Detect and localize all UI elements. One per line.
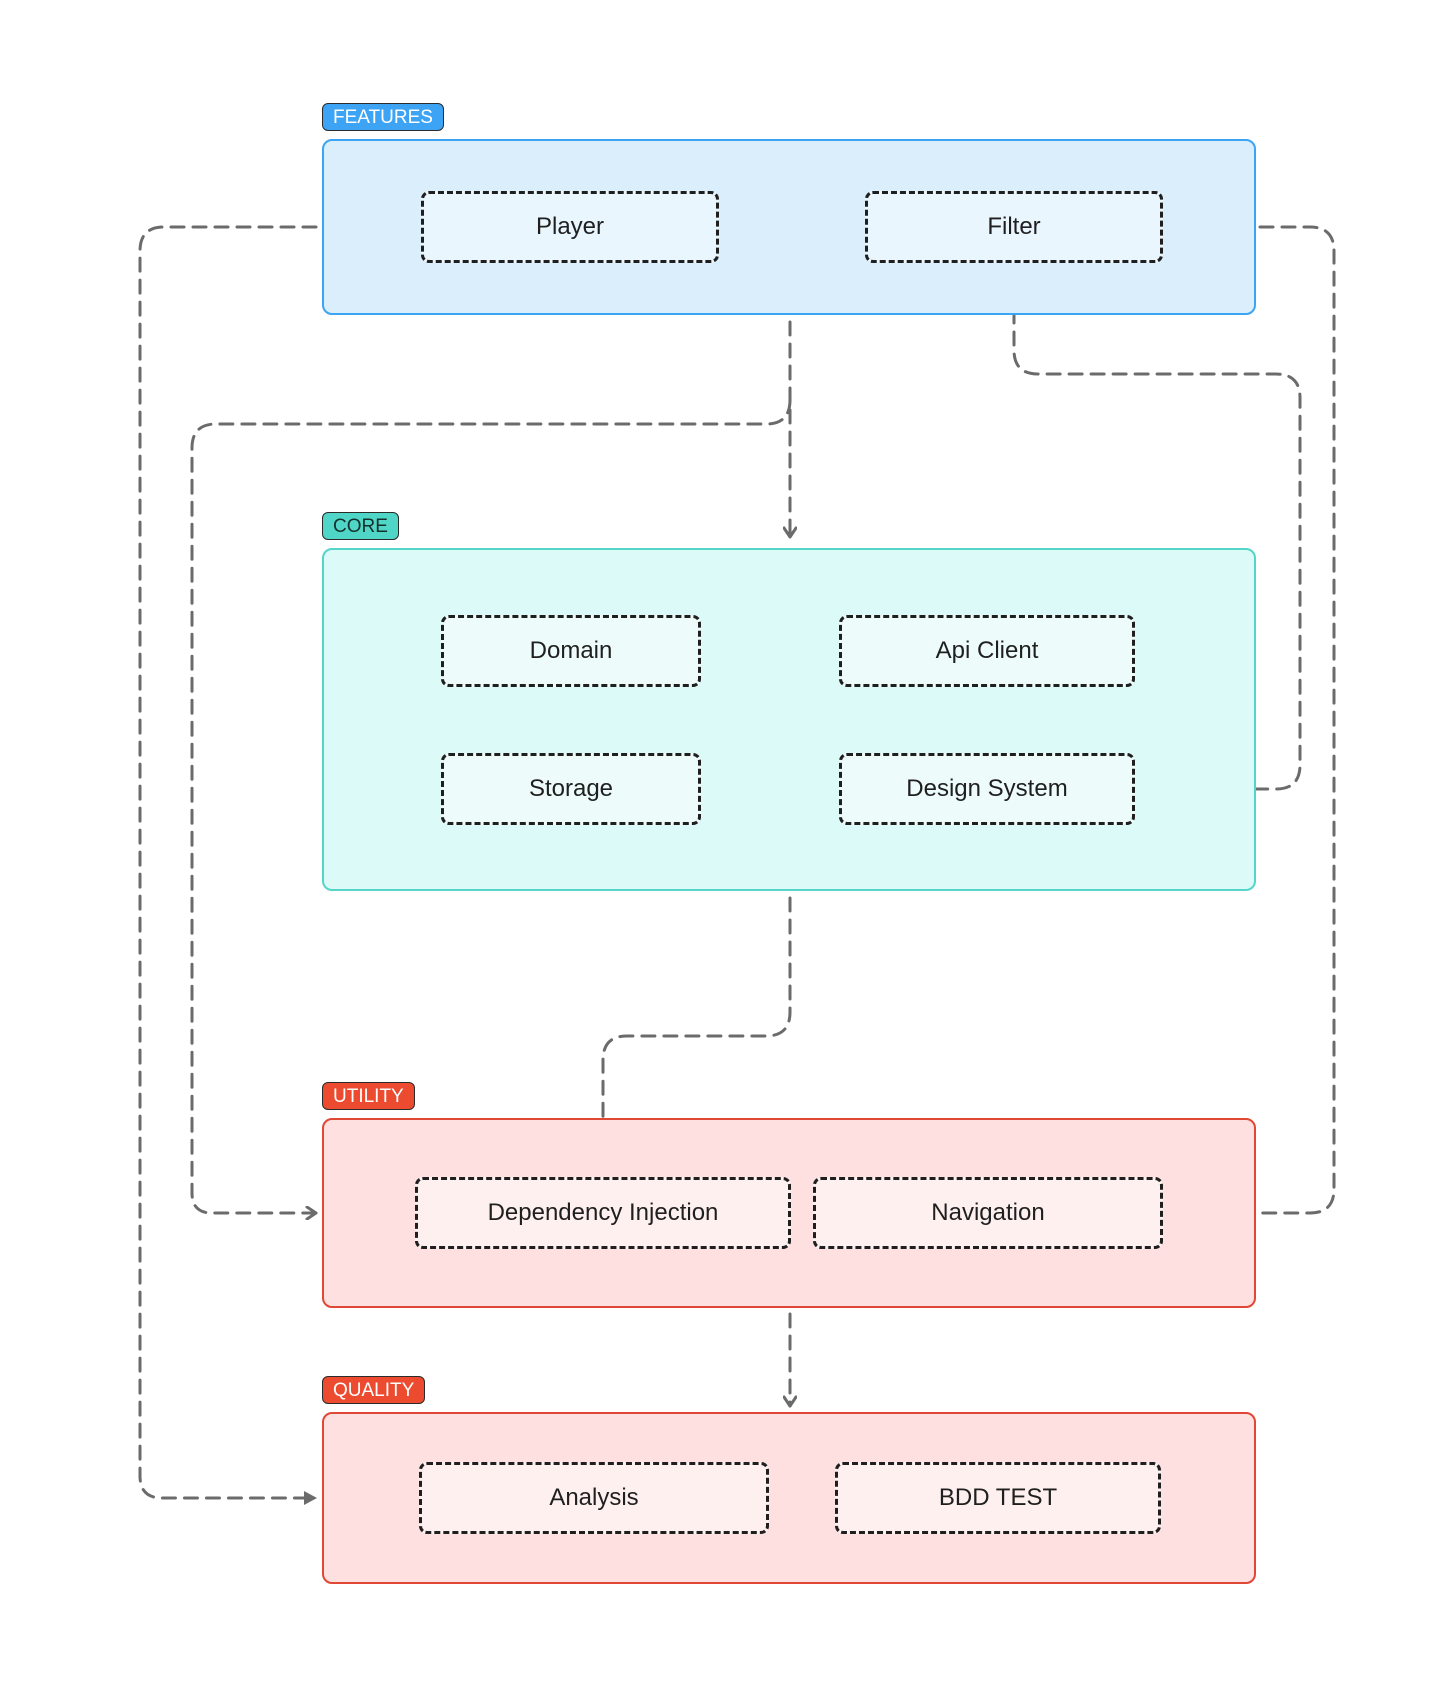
module-api-client[interactable]: Api Client xyxy=(839,615,1135,687)
quality-layer-badge: QUALITY xyxy=(322,1376,426,1404)
edge-core-dependency-injection xyxy=(603,896,792,1171)
utility-layer-badge: UTILITY xyxy=(322,1082,415,1110)
module-dependency-injection[interactable]: Dependency Injection xyxy=(415,1177,791,1249)
module-filter[interactable]: Filter xyxy=(865,191,1163,263)
module-navigation[interactable]: Navigation xyxy=(813,1177,1163,1249)
core-layer-badge: CORE xyxy=(322,512,399,540)
edge-features-utility xyxy=(190,398,792,1213)
module-bdd-test[interactable]: BDD TEST xyxy=(835,1462,1161,1534)
edge-features-navigation xyxy=(1162,225,1336,1213)
module-storage[interactable]: Storage xyxy=(441,753,701,825)
module-player[interactable]: Player xyxy=(421,191,719,263)
core-layer xyxy=(322,548,1256,891)
module-design-system[interactable]: Design System xyxy=(839,753,1135,825)
edge-filter-design-system xyxy=(1012,264,1302,796)
edge-features-quality xyxy=(138,225,318,1505)
module-domain[interactable]: Domain xyxy=(441,615,701,687)
features-layer-badge: FEATURES xyxy=(322,103,444,131)
module-analysis[interactable]: Analysis xyxy=(419,1462,769,1534)
